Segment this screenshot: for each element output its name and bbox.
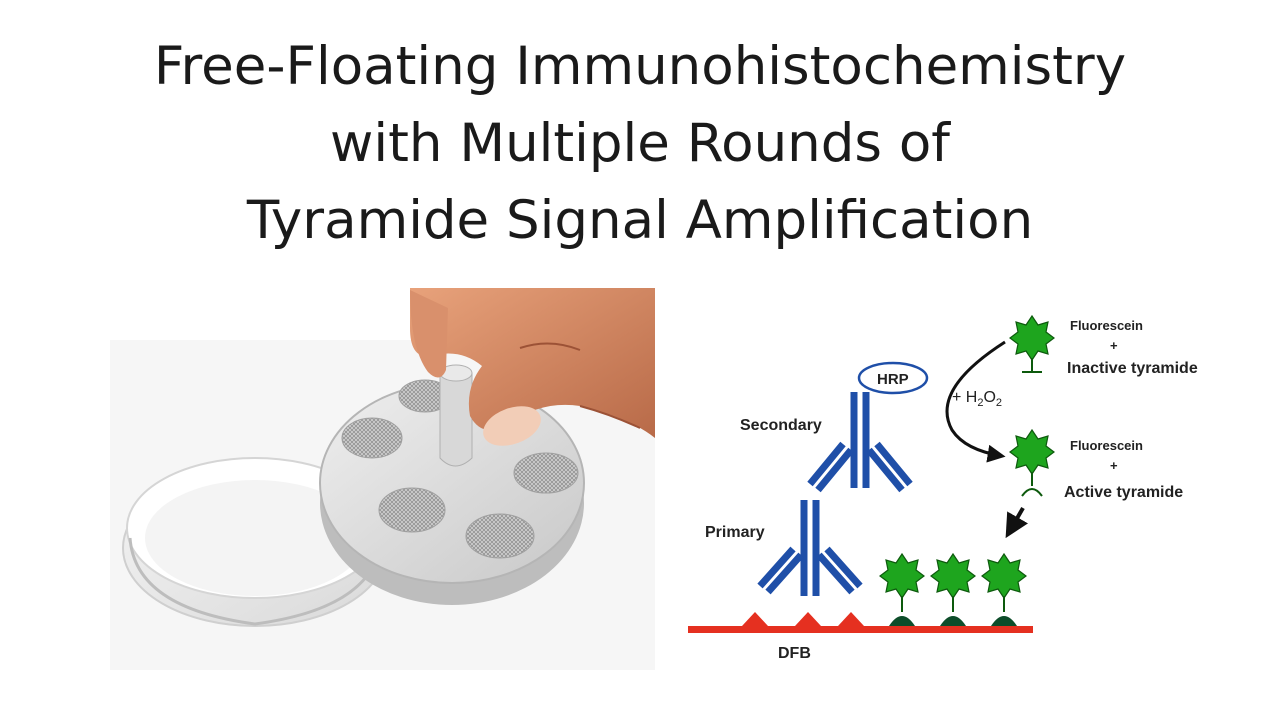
title-line-1: Free-Floating Immunohistochemistry <box>153 36 1127 97</box>
antigen-3 <box>838 612 864 626</box>
deposition-arrow <box>1005 507 1028 539</box>
plus-label-1: + <box>1110 338 1118 353</box>
active-tyramide-label: Active tyramide <box>1064 484 1183 501</box>
h2o2-label: + H2O2 <box>952 389 1002 409</box>
hrp-label: HRP <box>877 371 909 388</box>
dfb-membrane <box>688 626 1033 633</box>
inactive-tyramide-label: Inactive tyramide <box>1067 360 1198 377</box>
antigen-1 <box>742 612 768 626</box>
fluorescein-label-2: Fluorescein <box>1070 438 1143 453</box>
dfb-label: DFB <box>778 645 811 662</box>
antigen-2 <box>795 612 821 626</box>
plus-label-2: + <box>1110 458 1118 473</box>
deposited-tyramide-2 <box>930 553 976 626</box>
netwell-insert <box>319 364 585 605</box>
active-tyramide-icon <box>1009 429 1055 497</box>
primary-antibody <box>757 500 863 596</box>
title-line-3: Tyramide Signal Amplification <box>246 190 1034 251</box>
hand-fingers <box>410 288 655 446</box>
deposited-tyramide-3 <box>981 553 1027 626</box>
netwell-insert-photo <box>110 288 655 670</box>
hrp-oval <box>857 361 929 395</box>
inactive-tyramide-icon <box>1009 315 1055 373</box>
fluorescein-label-1: Fluorescein <box>1070 318 1143 333</box>
primary-label: Primary <box>705 524 765 541</box>
secondary-antibody <box>807 392 913 493</box>
tsa-diagram: DFB Primary Secondary HRP + H2O2 Fluores… <box>688 315 1198 662</box>
reaction-arrow <box>945 340 1006 463</box>
deposited-tyramide-1 <box>879 553 925 626</box>
title-line-2: with Multiple Rounds of <box>330 113 950 174</box>
slide-title: Free-Floating Immunohistochemistry with … <box>0 28 1280 259</box>
secondary-label: Secondary <box>740 417 822 434</box>
